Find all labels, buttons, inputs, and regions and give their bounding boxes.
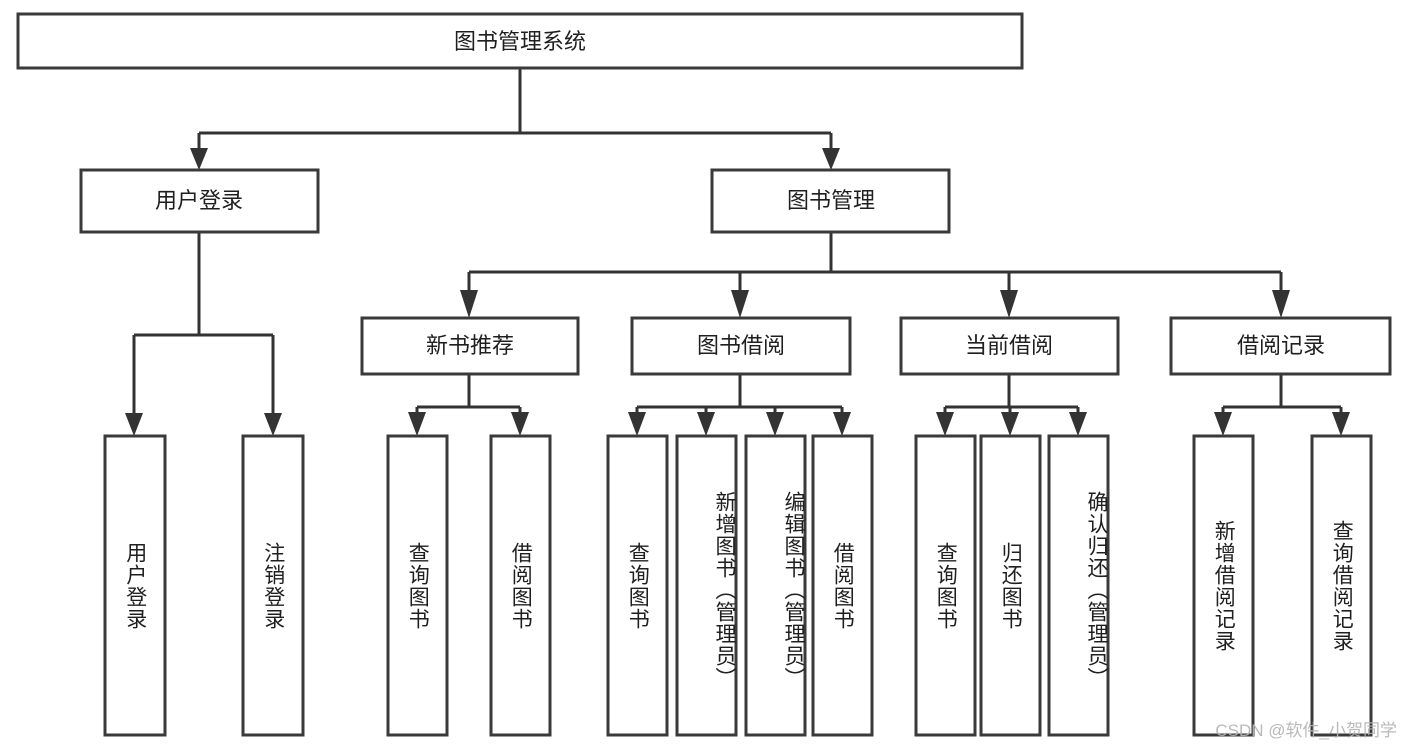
node-book-manage-label: 图书管理	[787, 188, 875, 213]
leaf-box-borrow-book-2[interactable]	[811, 434, 874, 737]
leaf-box-add-record[interactable]	[1192, 434, 1255, 737]
node-current-borrow-label: 当前借阅	[965, 333, 1053, 358]
arrowhead-leaf-user-login	[125, 413, 143, 436]
connector-layer	[125, 68, 1350, 436]
node-borrow-record-label: 借阅记录	[1237, 333, 1325, 358]
node-current-borrow-box[interactable]	[899, 316, 1120, 376]
node-borrow-record-box[interactable]	[1169, 316, 1392, 376]
node-new-book-recommend[interactable]: 新书推荐	[360, 316, 580, 376]
arrowhead-new-book-recommend	[460, 290, 478, 318]
arrowhead-book-manage	[822, 148, 840, 170]
node-root-label: 图书管理系统	[454, 29, 586, 54]
node-user-login[interactable]: 用户登录	[79, 168, 320, 234]
leaf-box-query-book-2[interactable]	[606, 434, 669, 737]
arrowhead-leaf-query-book-3	[936, 412, 954, 436]
arrowhead-current-borrow	[1000, 290, 1018, 318]
node-book-manage-box[interactable]	[710, 168, 951, 234]
node-borrow-record[interactable]: 借阅记录	[1169, 316, 1392, 376]
leaf-box-edit-book[interactable]	[744, 434, 807, 737]
node-root-box[interactable]	[16, 12, 1024, 70]
node-book-borrow-label: 图书借阅	[697, 333, 785, 358]
arrowhead-leaf-confirm-return	[1069, 412, 1087, 436]
leaf-box-confirm-return[interactable]	[1047, 434, 1110, 737]
arrowhead-leaf-query-book-2	[628, 412, 646, 436]
arrowhead-leaf-add-book	[697, 412, 715, 436]
node-user-login-box[interactable]	[79, 168, 320, 234]
node-user-login-label: 用户登录	[155, 188, 243, 213]
node-new-book-recommend-label: 新书推荐	[426, 333, 514, 358]
arrowhead-borrow-record	[1272, 290, 1290, 318]
leaf-box-query-book-3[interactable]	[914, 434, 977, 737]
leaf-boxes-layer	[103, 434, 1373, 737]
leaf-box-return-book[interactable]	[979, 434, 1042, 737]
leaf-box-query-record[interactable]	[1310, 434, 1373, 737]
arrowhead-leaf-return-book	[1001, 412, 1019, 436]
arrowhead-leaf-user-logout	[264, 413, 282, 436]
node-root[interactable]: 图书管理系统	[16, 12, 1024, 70]
arrowhead-leaf-query-book-1	[408, 412, 426, 436]
node-book-borrow-box[interactable]	[630, 316, 852, 376]
arrowhead-leaf-borrow-book-1	[511, 412, 529, 436]
arrowhead-leaf-query-record	[1332, 412, 1350, 436]
arrowhead-user-login	[190, 148, 208, 170]
node-current-borrow[interactable]: 当前借阅	[899, 316, 1120, 376]
leaf-box-query-book-1[interactable]	[386, 434, 449, 737]
node-new-book-recommend-box[interactable]	[360, 316, 580, 376]
leaf-box-borrow-book-1[interactable]	[489, 434, 552, 737]
node-book-manage[interactable]: 图书管理	[710, 168, 951, 234]
arrowhead-leaf-borrow-book-2	[833, 412, 851, 436]
arrowhead-book-borrow	[731, 290, 749, 318]
arrowhead-leaf-add-record	[1214, 412, 1232, 436]
arrowhead-leaf-edit-book	[766, 412, 784, 436]
csdn-watermark: CSDN @软件_小贺同学	[1215, 721, 1397, 740]
leaf-box-user-logout[interactable]	[241, 434, 305, 737]
leaf-box-add-book[interactable]	[675, 434, 738, 737]
leaf-box-user-login[interactable]	[103, 434, 167, 737]
node-book-borrow[interactable]: 图书借阅	[630, 316, 852, 376]
